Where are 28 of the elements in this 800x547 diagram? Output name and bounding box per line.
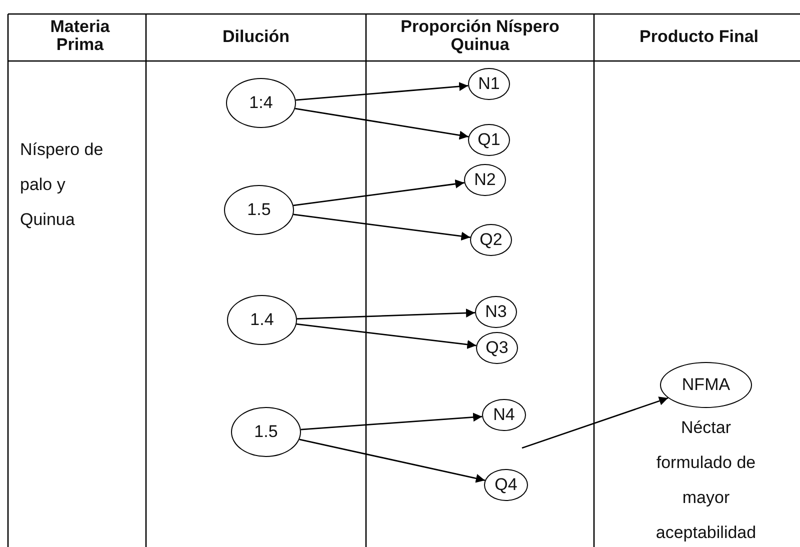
ellipse-node: NFMA bbox=[660, 362, 752, 408]
column-header: Materia Prima bbox=[49, 18, 111, 54]
arrow bbox=[296, 323, 476, 349]
row-label: Níspero de palo y Quinua bbox=[20, 139, 104, 231]
ellipse-node: N2 bbox=[464, 164, 506, 196]
ellipse-node: Q2 bbox=[470, 224, 512, 256]
ellipse-node: Q3 bbox=[476, 332, 518, 364]
ellipse-node: 1.5 bbox=[231, 407, 301, 457]
ellipse-node: 1:4 bbox=[226, 78, 296, 128]
arrow bbox=[300, 412, 482, 430]
ellipse-node: 1.4 bbox=[227, 295, 297, 345]
ellipse-node: 1.5 bbox=[224, 185, 294, 235]
arrow bbox=[293, 214, 470, 241]
ellipse-node: N4 bbox=[482, 399, 526, 431]
arrow bbox=[296, 82, 468, 101]
column-header: Dilución bbox=[221, 28, 291, 46]
arrow bbox=[299, 438, 486, 483]
ellipse-node: N3 bbox=[475, 296, 517, 328]
ellipse-node: N1 bbox=[468, 68, 510, 100]
arrow bbox=[295, 108, 469, 140]
arrow bbox=[522, 396, 668, 449]
column-header: Producto Final bbox=[638, 28, 760, 46]
arrow bbox=[296, 308, 476, 320]
arrow bbox=[293, 179, 464, 206]
node-caption: Néctar formulado de mayor aceptabilidad bbox=[654, 417, 758, 544]
ellipse-node: Q4 bbox=[484, 469, 528, 501]
ellipse-node: Q1 bbox=[468, 124, 510, 156]
column-header: Proporción Níspero Quinua bbox=[400, 18, 560, 54]
